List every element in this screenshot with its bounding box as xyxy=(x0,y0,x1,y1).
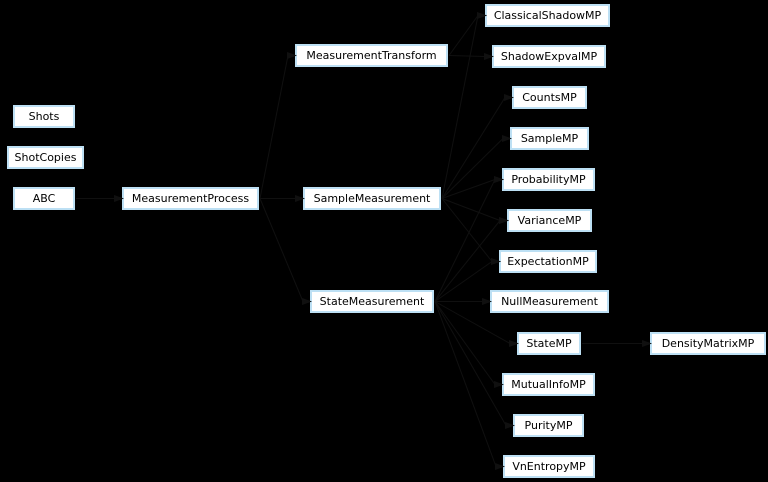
class-node-StateMP[interactable]: StateMP xyxy=(517,332,581,355)
edge-StateMeasurement-ProbabilityMP xyxy=(434,179,496,302)
edge-SampleMeasurement-ExpectationMP xyxy=(441,198,493,262)
class-node-ABC[interactable]: ABC xyxy=(13,187,75,210)
class-node-SampleMeasurement[interactable]: SampleMeasurement xyxy=(303,187,441,210)
edge-MeasurementTransform-ShadowExpvalMP xyxy=(448,55,486,57)
edge-MeasurementTransform-ClassicalShadowMP xyxy=(448,15,479,56)
class-node-ClassicalShadowMP[interactable]: ClassicalShadowMP xyxy=(485,4,610,27)
edge-StateMeasurement-PurityMP xyxy=(434,301,507,426)
class-node-ExpectationMP[interactable]: ExpectationMP xyxy=(499,250,597,273)
class-node-NullMeasurement[interactable]: NullMeasurement xyxy=(490,290,609,313)
class-node-MeasurementProcess[interactable]: MeasurementProcess xyxy=(122,187,259,210)
class-node-PurityMP[interactable]: PurityMP xyxy=(513,414,584,437)
class-node-ProbabilityMP[interactable]: ProbabilityMP xyxy=(502,168,595,191)
class-node-Shots[interactable]: Shots xyxy=(13,105,75,128)
edge-SampleMeasurement-ClassicalShadowMP xyxy=(441,15,479,199)
class-node-SampleMP[interactable]: SampleMP xyxy=(510,127,589,150)
class-node-MeasurementTransform[interactable]: MeasurementTransform xyxy=(295,44,448,67)
class-node-VarianceMP[interactable]: VarianceMP xyxy=(507,209,592,232)
edge-MeasurementProcess-MeasurementTransform xyxy=(259,55,289,199)
class-node-StateMeasurement[interactable]: StateMeasurement xyxy=(310,290,434,313)
edge-SampleMeasurement-SampleMP xyxy=(441,138,504,199)
class-node-CountsMP[interactable]: CountsMP xyxy=(512,86,587,109)
edge-StateMeasurement-VnEntropyMP xyxy=(434,301,497,467)
edge-StateMeasurement-ExpectationMP xyxy=(434,261,493,302)
class-node-MutualInfoMP[interactable]: MutualInfoMP xyxy=(502,373,595,396)
class-node-ShadowExpvalMP[interactable]: ShadowExpvalMP xyxy=(492,45,606,68)
edge-SampleMeasurement-CountsMP xyxy=(441,97,506,199)
edge-SampleMeasurement-VarianceMP xyxy=(441,198,501,221)
edge-StateMeasurement-MutualInfoMP xyxy=(434,301,496,385)
edge-MeasurementProcess-StateMeasurement xyxy=(259,198,304,302)
class-node-VnEntropyMP[interactable]: VnEntropyMP xyxy=(503,455,595,478)
edge-SampleMeasurement-ProbabilityMP xyxy=(441,179,496,199)
class-node-ShotCopies[interactable]: ShotCopies xyxy=(7,146,84,169)
class-node-DensityMatrixMP[interactable]: DensityMatrixMP xyxy=(650,332,766,355)
